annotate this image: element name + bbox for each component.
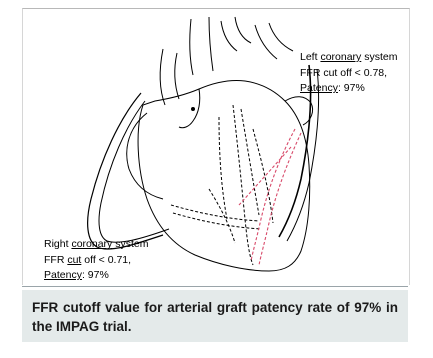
vessel-dot — [192, 108, 195, 111]
right-atrium — [127, 113, 163, 199]
heart-diagram-figure: Left coronary system FFR cut off < 0.78,… — [22, 8, 410, 285]
heart-outline — [138, 80, 310, 271]
right-patency: Patency: 97% — [44, 268, 148, 284]
right-coronary-system-label: Right coronary system FFR cut off < 0.71… — [44, 237, 148, 284]
caption-divider — [22, 286, 408, 287]
right-graft-line-2 — [99, 101, 169, 242]
left-system-title: Left coronary system — [300, 50, 397, 66]
left-patency: Patency: 97% — [300, 81, 397, 97]
right-system-title: Right coronary system — [44, 237, 148, 253]
aortic-arch-branch — [221, 17, 251, 51]
aorta-outline — [190, 17, 213, 75]
right-ffr-cutoff: FFR cut off < 0.71, — [44, 253, 148, 269]
left-ffr-cutoff: FFR cut off < 0.78, — [300, 66, 397, 82]
figure-caption: FFR cutoff value for arterial graft pate… — [22, 290, 408, 342]
left-coronary-system-label: Left coronary system FFR cut off < 0.78,… — [300, 50, 397, 97]
pulmonary-artery — [255, 23, 293, 59]
